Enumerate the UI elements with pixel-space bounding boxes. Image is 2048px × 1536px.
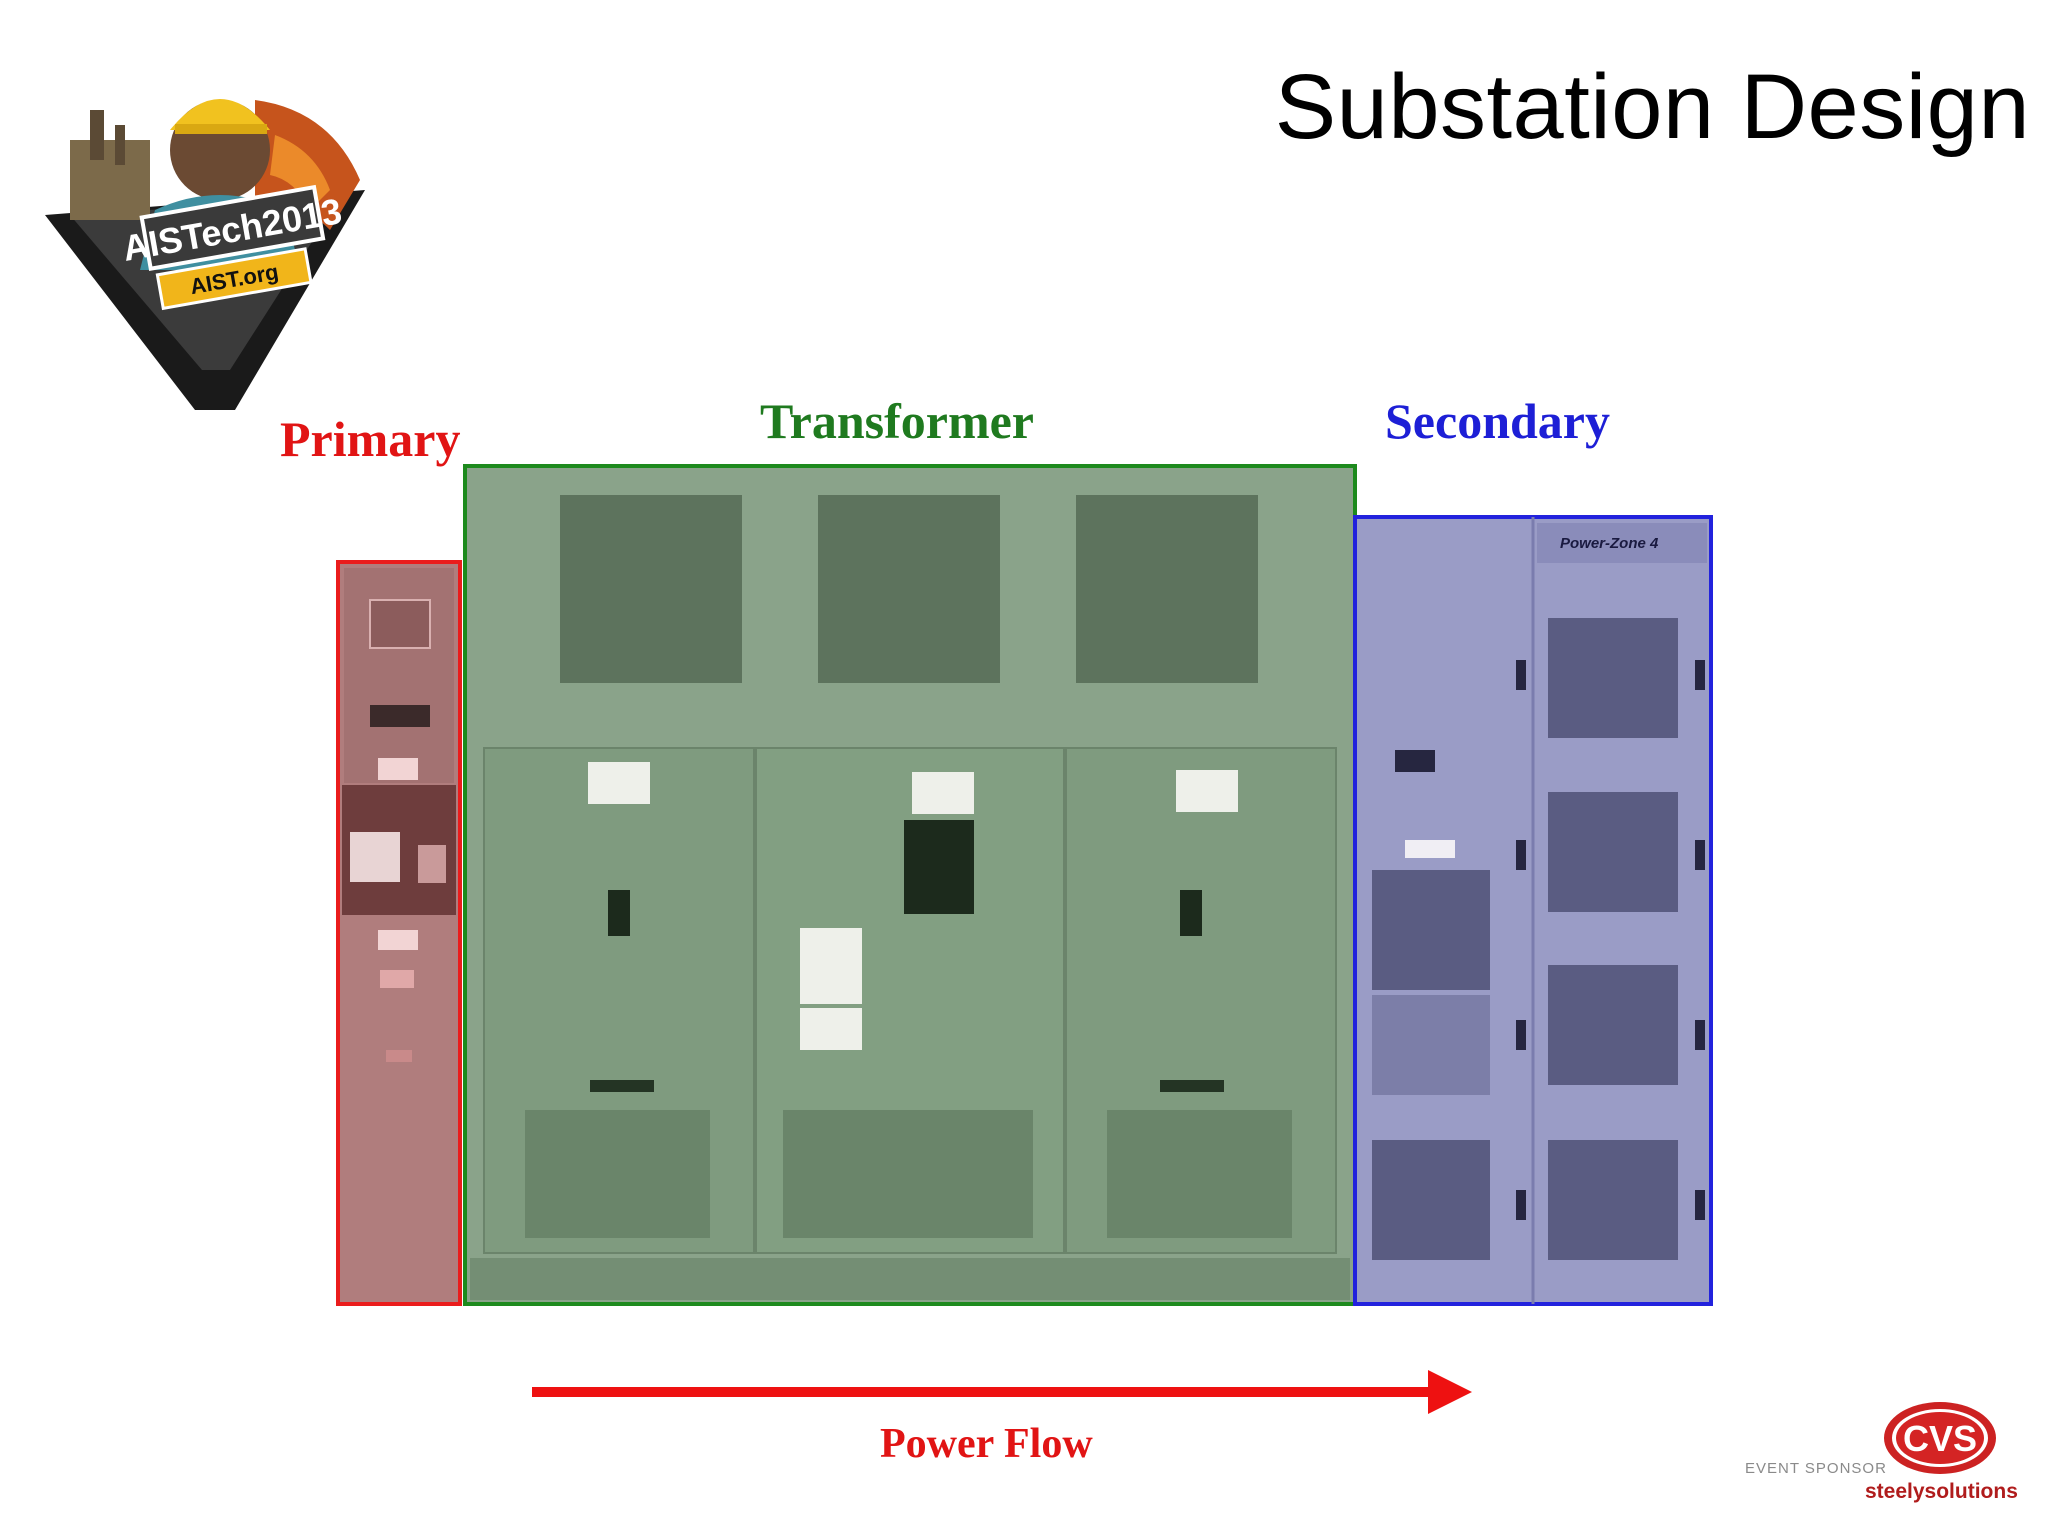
transformer-label: Transformer (760, 393, 1034, 449)
secondary-label: Secondary (1385, 393, 1610, 449)
sponsor-name: steelysolutions (1865, 1480, 2018, 1503)
secondary-brand-label: Power-Zone 4 (1560, 535, 1659, 552)
cvs-logo: CVS (1884, 1402, 1996, 1474)
transformer-enclosure (463, 464, 1357, 1306)
secondary-switchgear: Power-Zone 4 (1353, 515, 1713, 1306)
primary-label: Primary (280, 411, 461, 467)
slide-title: Substation Design (1274, 56, 2030, 158)
power-flow-arrow (532, 1387, 1432, 1397)
power-flow-label: Power Flow (880, 1421, 1093, 1467)
cvs-logo-text: CVS (1903, 1418, 1977, 1459)
primary-switchgear (336, 560, 462, 1306)
aistech-logo: AISTech2013 AIST.org (45, 99, 365, 410)
power-flow-arrowhead (1428, 1370, 1472, 1414)
event-sponsor-label: EVENT SPONSOR (1745, 1460, 1887, 1477)
